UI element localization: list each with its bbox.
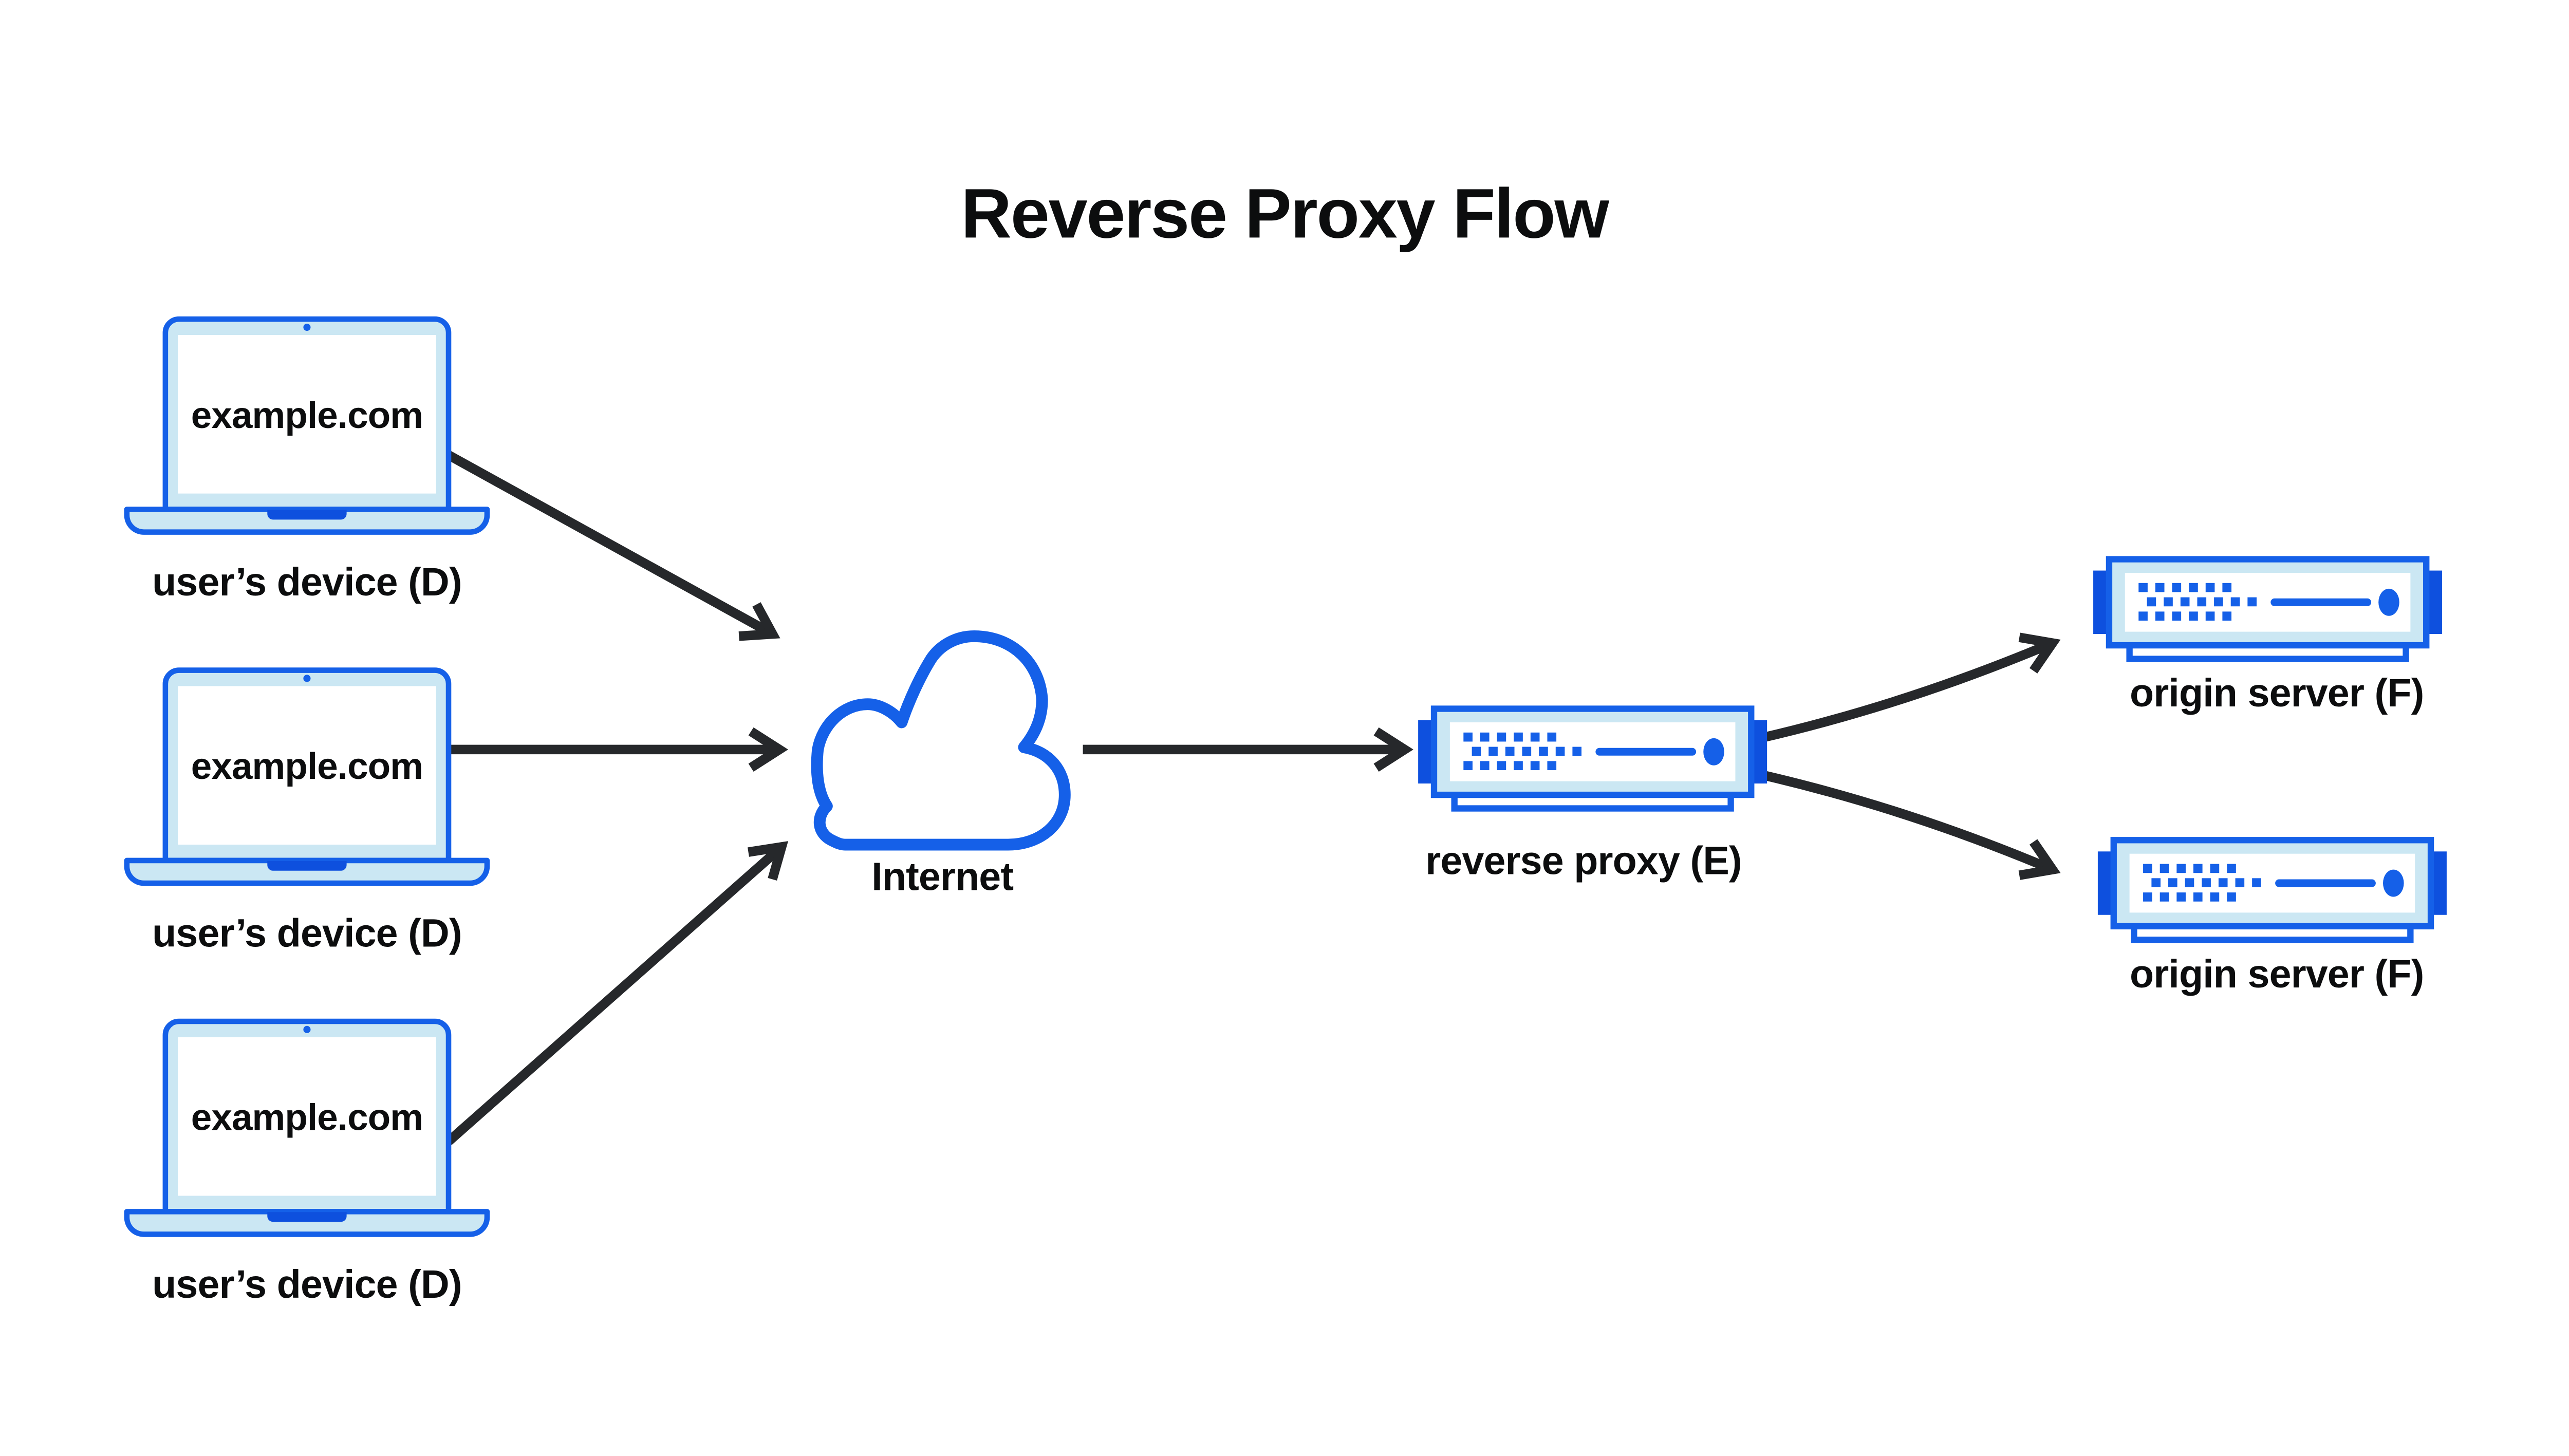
node-origin-server-1: origin server (F): [2093, 559, 2442, 715]
device1-screen-url: example.com: [191, 395, 423, 436]
flow-arrows: [445, 451, 2061, 1145]
device1-label: user’s device (D): [152, 560, 462, 604]
diagram-title: Reverse Proxy Flow: [961, 174, 1609, 252]
device3-label: user’s device (D): [152, 1262, 462, 1306]
server-icon: [2093, 559, 2442, 659]
arrow-device1-to-internet: [446, 451, 780, 641]
node-user-device-2: example.com user’s device (D): [127, 670, 487, 955]
device3-screen-url: example.com: [191, 1097, 423, 1138]
node-internet: Internet: [811, 630, 1071, 899]
node-user-device-3: example.com user’s device (D): [127, 1021, 487, 1306]
device2-screen-url: example.com: [191, 745, 423, 787]
arrow-device3-to-internet: [445, 841, 789, 1145]
server-icon: [1418, 709, 1767, 809]
device2-label: user’s device (D): [152, 911, 462, 955]
origin-server-2-label: origin server (F): [2130, 952, 2424, 996]
cloud-icon: [811, 630, 1071, 851]
node-user-device-1: example.com user’s device (D): [127, 319, 487, 604]
node-reverse-proxy: reverse proxy (E): [1418, 709, 1767, 883]
origin-server-1-label: origin server (F): [2130, 671, 2424, 715]
reverse-proxy-label: reverse proxy (E): [1425, 838, 1741, 883]
arrow-proxy-to-origin2: [1759, 770, 2061, 880]
arrow-proxy-to-origin1: [1759, 632, 2061, 743]
server-icon: [2098, 840, 2447, 940]
node-origin-server-2: origin server (F): [2098, 840, 2447, 996]
internet-label: Internet: [871, 854, 1013, 899]
